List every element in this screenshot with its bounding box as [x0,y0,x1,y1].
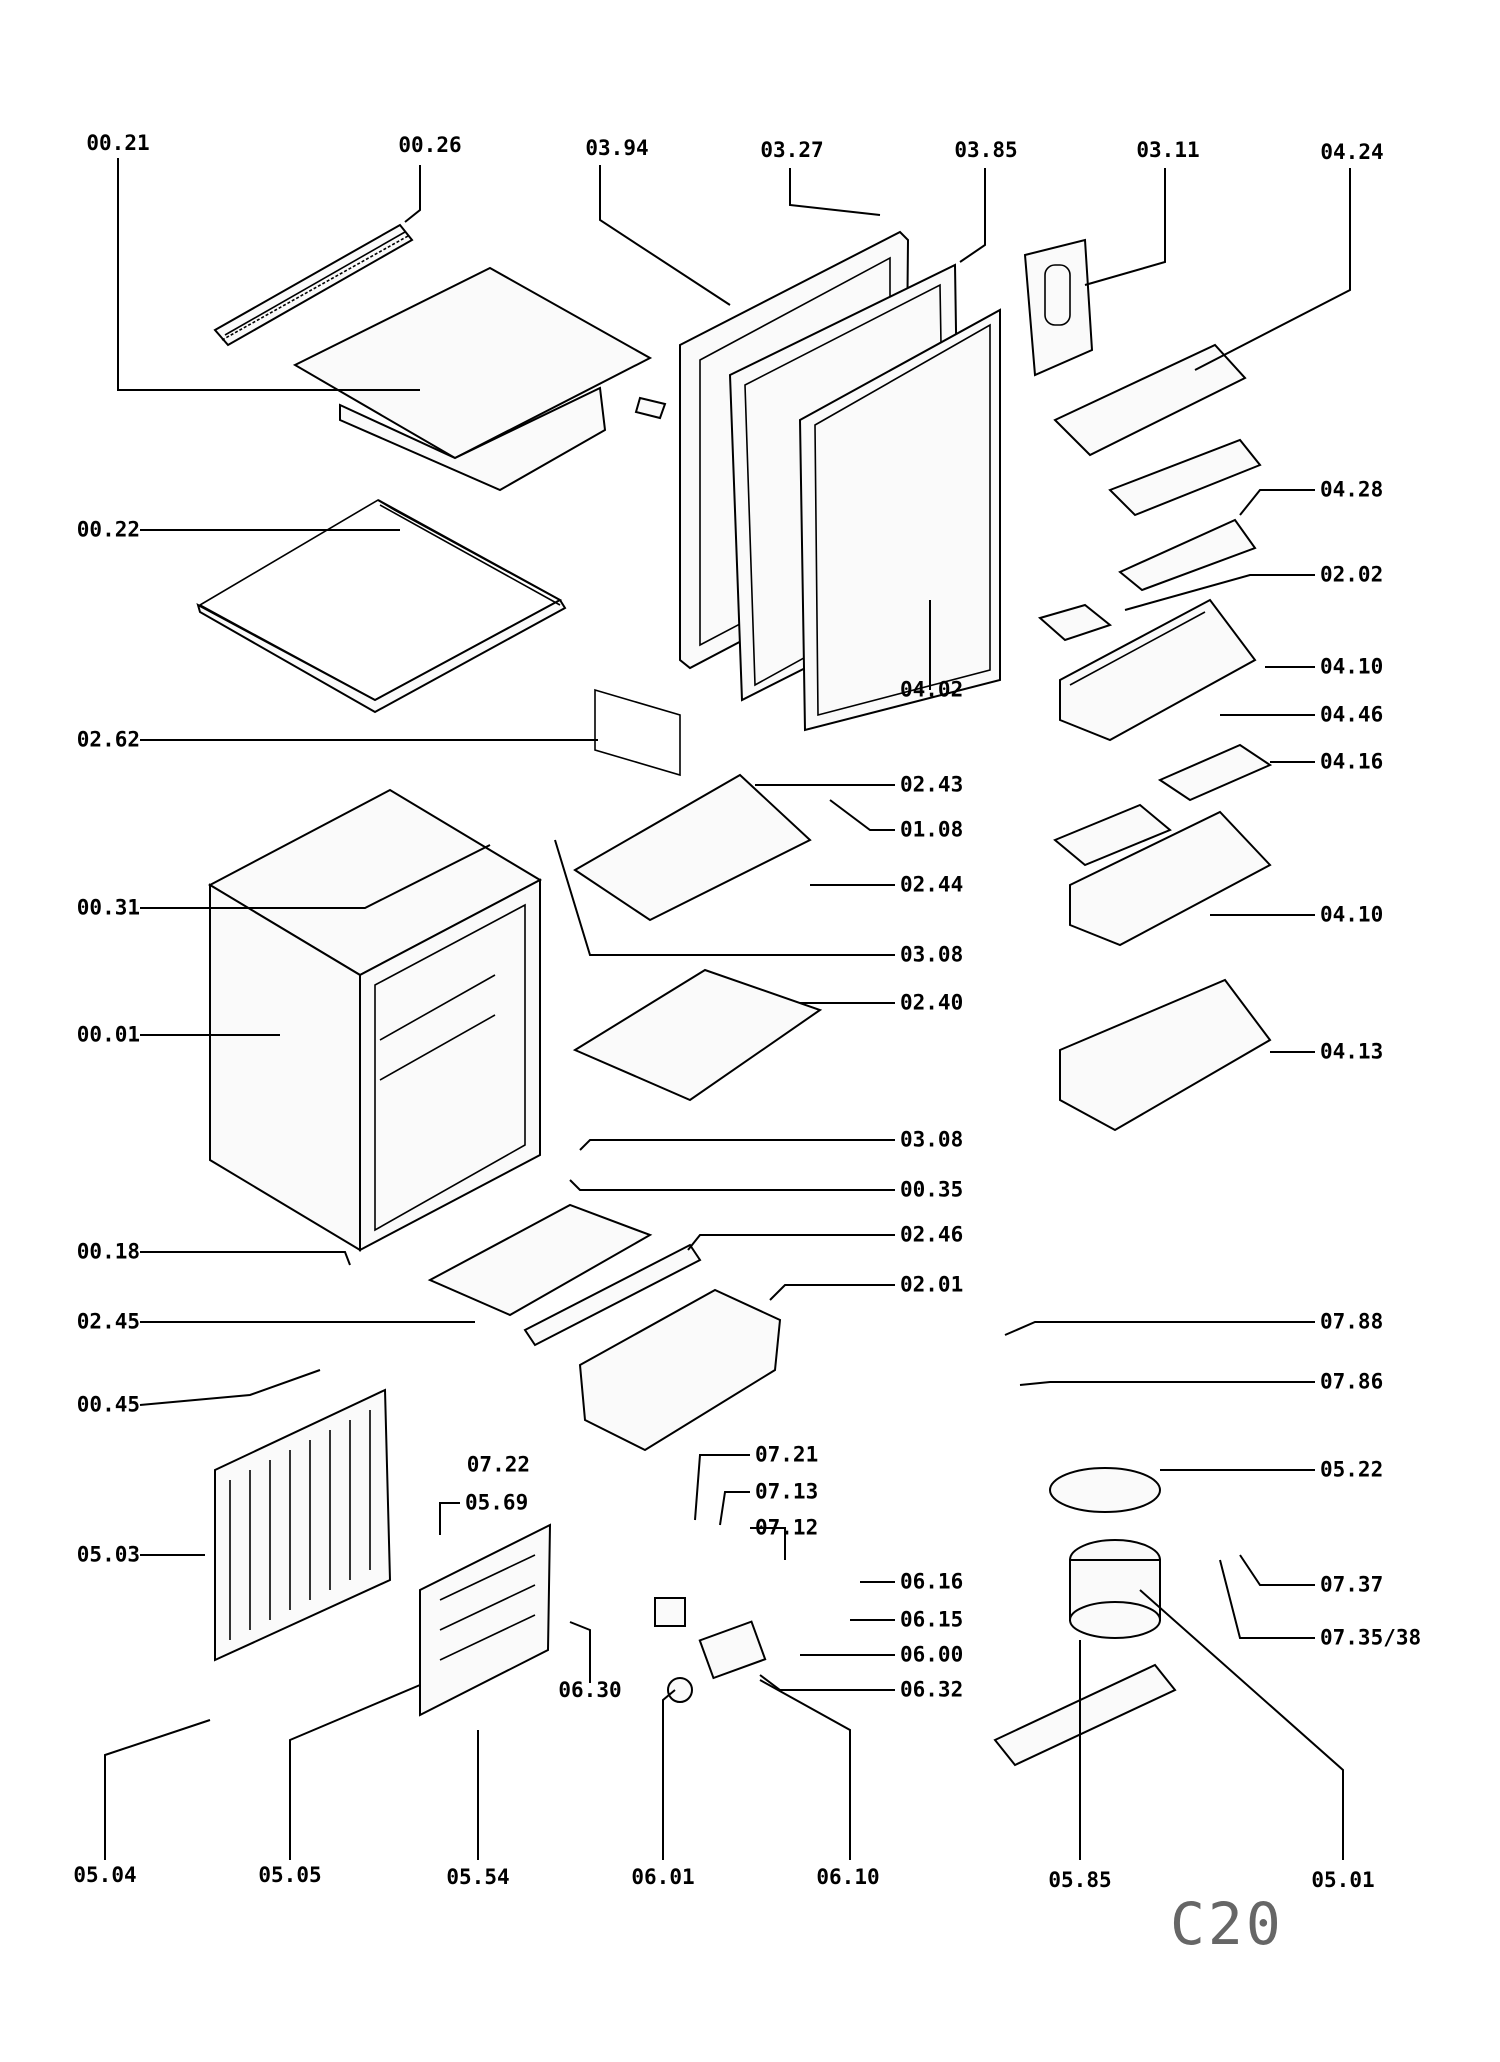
part-label-07-86: 07.86 [1320,1369,1384,1394]
part-label-07-37: 07.37 [1320,1572,1384,1597]
part-label-03-11: 03.11 [1136,138,1200,162]
part-label-07-12: 07.12 [755,1515,819,1540]
wire-shelf-part [572,968,823,1102]
part-label-00-35: 00.35 [900,1177,964,1202]
part-label-06-10: 06.10 [816,1865,880,1889]
part-label-05-22: 05.22 [1320,1457,1384,1482]
part-label-03-85: 03.85 [954,138,1018,162]
part-label-06-00: 06.00 [900,1642,964,1667]
part-label-06-01: 06.01 [631,1865,695,1889]
part-label-02-01: 02.01 [900,1272,964,1297]
part-label-03-94: 03.94 [585,136,649,160]
dairy-box-part [1108,438,1262,592]
part-label-00-21: 00.21 [86,131,150,155]
part-label-02-44: 02.44 [900,872,964,897]
condenser-part [214,1388,392,1662]
part-label-05-03: 05.03 [76,1542,140,1567]
crisper-drawer-part [578,1288,782,1452]
part-label-07-21: 07.21 [755,1442,819,1467]
part-label-02-40: 02.40 [900,990,964,1015]
part-label-04-24: 04.24 [1320,140,1384,164]
compressor-base-part [993,1663,1177,1767]
egg-tray-part [1053,743,1273,867]
part-label-04-02: 04.02 [900,677,964,702]
part-label-03-27: 03.27 [760,138,824,162]
part-drawings [196,223,1273,1767]
part-label-04-16: 04.16 [1320,749,1384,774]
part-label-05-01: 05.01 [1311,1868,1375,1892]
outer-door-part [679,230,1001,732]
part-label-02-43: 02.43 [900,772,964,797]
evaporator-shelf-part [573,688,812,922]
part-label-06-15: 06.15 [900,1607,964,1632]
part-label-06-30: 06.30 [558,1678,622,1702]
top-grille-part [213,223,414,347]
part-label-06-32: 06.32 [900,1677,964,1702]
part-label-04-28: 04.28 [1320,477,1384,502]
part-label-05-04: 05.04 [73,1863,137,1887]
leader-lines [104,158,1351,1860]
relay-part [654,1597,686,1627]
part-label-04-10-lower: 04.10 [1320,902,1384,927]
part-label-04-10-upper: 04.10 [1320,654,1384,679]
part-label-02-46: 02.46 [900,1222,964,1247]
door-bin-upper-part [1059,598,1257,742]
part-label-03-08-lower: 03.08 [900,1127,964,1152]
part-label-04-13: 04.13 [1320,1039,1384,1064]
compressor-cover-part [1049,1467,1161,1513]
part-label-00-22: 00.22 [76,517,140,542]
door-bin-bottom-part [1059,978,1272,1132]
part-label-02-62: 02.62 [76,727,140,752]
part-label-00-01: 00.01 [76,1022,140,1047]
part-label-00-26: 00.26 [398,133,462,157]
part-label-06-16: 06.16 [900,1569,964,1594]
part-label-07-35-38: 07.35/38 [1320,1625,1422,1650]
cabinet-part [207,788,543,1252]
part-label-04-46: 04.46 [1320,702,1384,727]
part-label-03-08-upper: 03.08 [900,942,964,967]
part-label-02-02: 02.02 [1320,562,1384,587]
lamp-cover-part [1037,603,1113,642]
part-label-07-22: 07.22 [466,1452,530,1477]
back-plate-part [419,1523,552,1717]
dairy-cover-part [1053,343,1247,457]
worktop-part [292,266,667,492]
part-label-05-05: 05.05 [258,1863,322,1887]
part-label-05-54: 05.54 [446,1865,510,1889]
crisper-cover-part [427,1203,702,1347]
part-label-07-88: 07.88 [1320,1309,1384,1334]
worktop-frame-part [196,499,567,714]
part-label-07-13: 07.13 [755,1479,819,1504]
sheet-code: C20 [1170,1890,1284,1958]
thermostat-part [667,1620,767,1703]
part-label-00-31: 00.31 [76,895,140,920]
part-label-00-18: 00.18 [76,1239,140,1264]
compressor-part [1069,1539,1161,1639]
part-label-00-45: 00.45 [76,1392,140,1417]
part-label-01-08: 01.08 [900,817,964,842]
part-label-05-85: 05.85 [1048,1868,1112,1892]
door-handle-part [1023,238,1094,377]
part-label-02-45: 02.45 [76,1309,140,1334]
door-bin-lower-part [1069,810,1272,947]
part-label-05-69: 05.69 [465,1490,529,1515]
